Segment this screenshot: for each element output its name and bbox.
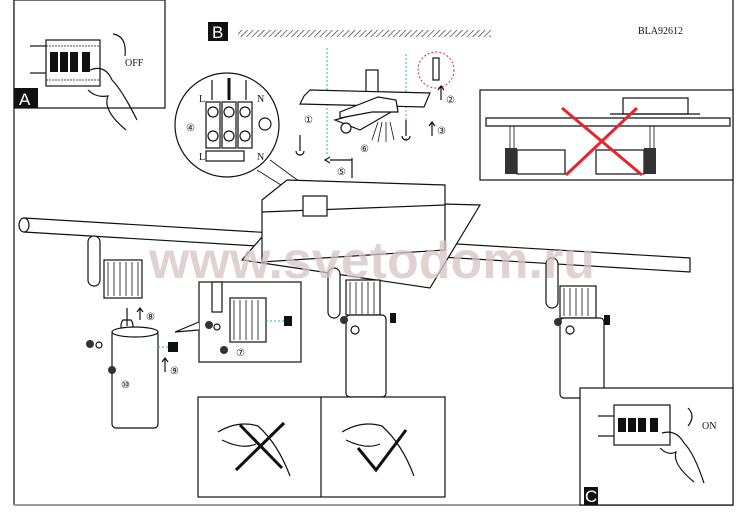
step-5: ⑤ — [337, 167, 346, 178]
screw-detail-inset: ⑦ — [174, 281, 302, 363]
step-10: ⑩ — [121, 380, 130, 391]
hand-icon — [341, 423, 415, 477]
panel-b-label: B — [212, 23, 223, 42]
light-fixture-assembly: ⑤ ⑧ ⑨ ⑩ — [18, 156, 691, 429]
ceiling-hatch — [238, 30, 491, 37]
dowel-detail-icon — [417, 51, 455, 89]
incorrect-mounting-panel — [479, 89, 734, 181]
step-8: ⑧ — [146, 312, 155, 323]
terminal-block-detail — [174, 72, 319, 201]
correct-check-icon — [356, 429, 408, 473]
breaker-box-icon — [45, 39, 101, 87]
bulb-handling-panel — [197, 396, 446, 498]
panel-a-switch-off: OFF A — [13, 0, 166, 131]
rotate-arrow-icon — [687, 407, 693, 427]
live-label-top: L — [199, 94, 205, 105]
breaker-box-icon — [613, 404, 671, 446]
on-label: ON — [702, 421, 716, 432]
step-2: ② — [446, 95, 455, 106]
panel-c-switch-on: ON C — [579, 387, 734, 506]
step-6: ⑥ — [360, 144, 369, 155]
hand-icon — [87, 67, 138, 131]
neutral-label-top: N — [257, 94, 264, 105]
terminal-block-icon — [302, 195, 328, 217]
model-code: BLA92612 — [638, 26, 683, 37]
mounting-bracket — [295, 48, 455, 156]
rotate-arrow-icon — [112, 33, 126, 57]
screw-icon — [401, 120, 411, 141]
panel-b-header: B BLA92612 — [208, 22, 683, 42]
panel-c-label: C — [585, 487, 597, 506]
neutral-label-bottom: N — [257, 152, 264, 163]
live-label-bottom: L — [199, 152, 205, 163]
watermark: www.svetodom.ru — [148, 232, 595, 290]
step-9: ⑨ — [170, 366, 179, 377]
hand-icon — [659, 431, 705, 484]
step-3: ③ — [437, 126, 446, 137]
step-4: ④ — [186, 123, 195, 134]
hand-icon — [217, 423, 291, 477]
screw-icon — [295, 135, 305, 156]
panel-a-label: A — [19, 90, 31, 109]
ground-icon — [258, 117, 272, 131]
step-1: ① — [304, 115, 313, 126]
off-label: OFF — [125, 58, 144, 69]
step-7: ⑦ — [236, 348, 245, 359]
